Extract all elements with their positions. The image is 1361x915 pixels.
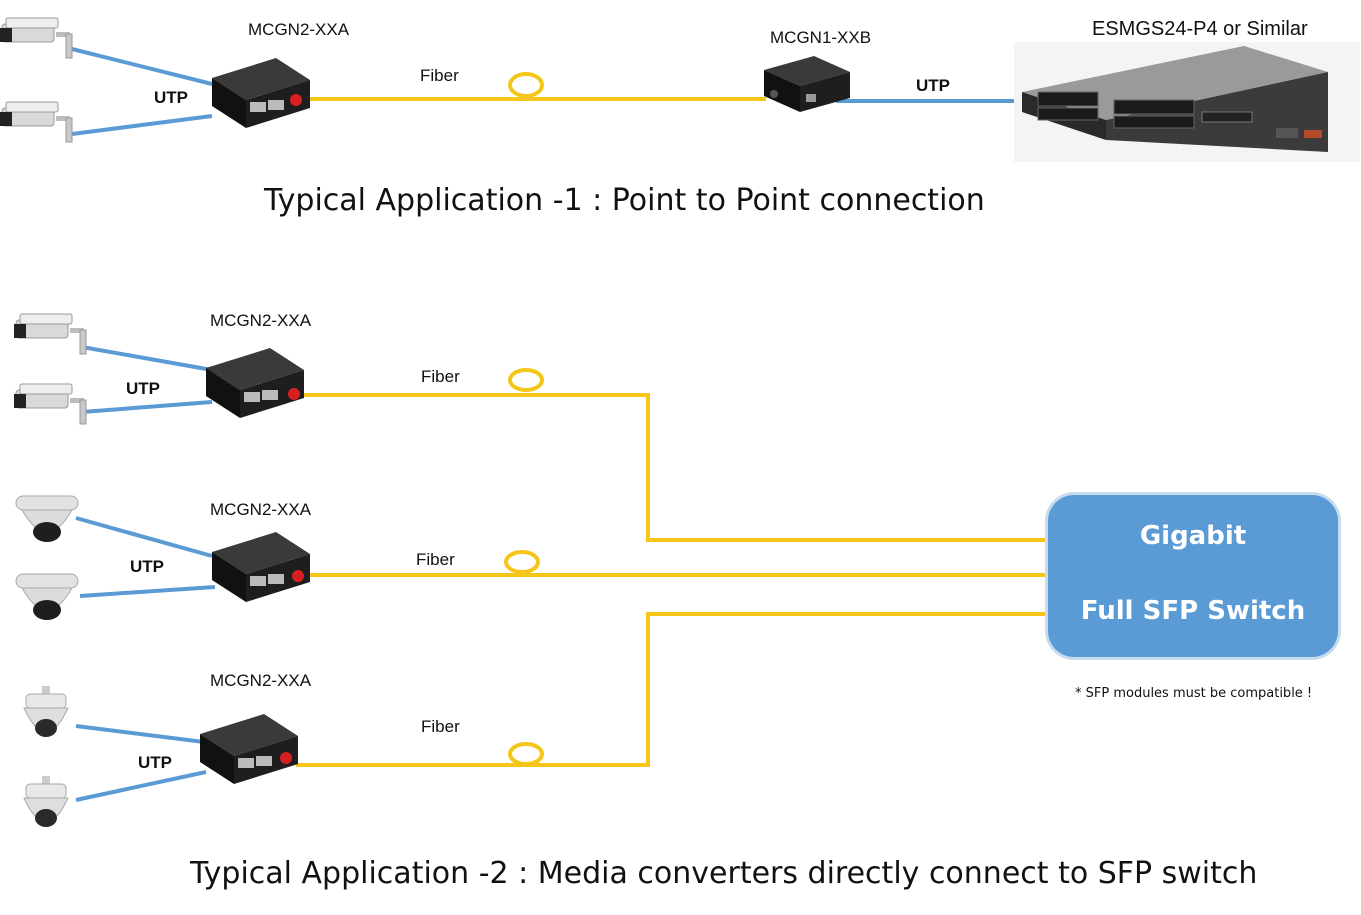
bullet-camera-icon xyxy=(14,383,87,425)
utp-cable xyxy=(75,724,205,744)
utp-cable xyxy=(75,770,207,802)
media-converter-icon xyxy=(200,714,298,784)
bullet-camera-icon xyxy=(14,313,87,355)
fiber-label: Fiber xyxy=(421,367,460,386)
utp-label: UTP xyxy=(138,753,172,772)
utp-label: UTP xyxy=(154,88,188,107)
ptz-camera-icon xyxy=(23,686,69,737)
utp-label: UTP xyxy=(130,557,164,576)
sfp-switch-box: Gigabit Full SFP Switch xyxy=(1048,495,1338,657)
media-converter-icon xyxy=(764,56,850,112)
switch-title-line2: Full SFP Switch xyxy=(1080,596,1306,626)
utp-cable xyxy=(75,516,213,558)
media-converter-icon xyxy=(212,532,310,602)
fiber-label: Fiber xyxy=(421,717,460,736)
utp-label: UTP xyxy=(126,379,160,398)
converter-label: MCGN2-XXA xyxy=(210,671,312,690)
fiber-loop xyxy=(508,72,544,98)
switch-title-line1: Gigabit xyxy=(1139,521,1247,551)
ptz-camera-icon xyxy=(23,776,69,827)
dome-camera-icon xyxy=(15,495,79,542)
switch-label: ESMGS24-P4 or Similar xyxy=(1092,18,1308,40)
converter-label: MCGN1-XXB xyxy=(770,28,872,47)
utp-cable xyxy=(79,585,216,598)
media-converter-icon xyxy=(212,58,310,128)
utp-cable xyxy=(81,400,213,414)
bullet-camera-icon xyxy=(0,101,73,143)
fiber-loop xyxy=(508,742,544,766)
utp-cable xyxy=(81,345,213,372)
caption: Typical Application -1 : Point to Point … xyxy=(264,183,985,218)
converter-label: MCGN2-XXA xyxy=(248,20,350,39)
media-converter-icon xyxy=(206,348,304,418)
utp-cable xyxy=(67,46,213,86)
converter-label: MCGN2-XXA xyxy=(210,311,312,330)
utp-label: UTP xyxy=(916,76,950,95)
compatibility-note: * SFP modules must be compatible ! xyxy=(1075,686,1313,701)
fiber-label: Fiber xyxy=(416,550,455,569)
fiber-loop xyxy=(508,368,544,392)
utp-cable xyxy=(71,114,213,136)
caption: Typical Application -2 : Media converter… xyxy=(190,856,1258,891)
converter-label: MCGN2-XXA xyxy=(210,500,312,519)
fiber-cable xyxy=(300,393,1048,542)
bullet-camera-icon xyxy=(0,17,73,59)
fiber-label: Fiber xyxy=(420,66,459,85)
fiber-cable xyxy=(296,612,1048,767)
network-switch-icon xyxy=(1014,42,1360,162)
dome-camera-icon xyxy=(15,573,79,620)
fiber-loop xyxy=(504,550,540,574)
